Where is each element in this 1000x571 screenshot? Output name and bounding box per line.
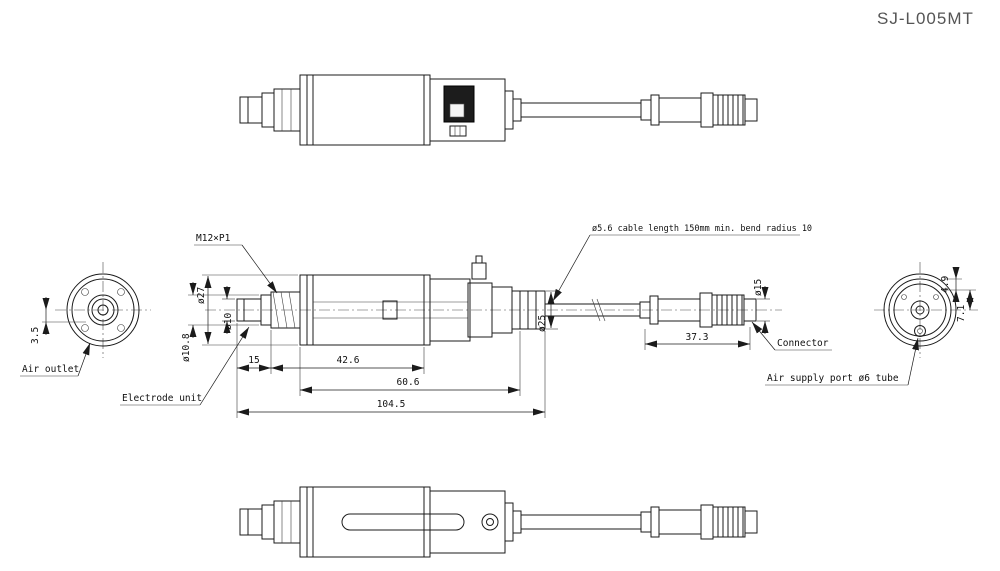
sensor-detail: [382, 300, 398, 320]
slot-detail: [341, 513, 465, 531]
connector-label: Connector: [777, 338, 829, 349]
dim-electrode-length: 15: [248, 355, 259, 366]
body-outline: [299, 74, 431, 146]
cable-note-label: ø5.6 cable length 150mm min. bend radius…: [592, 224, 812, 234]
leader-electrode-unit: [199, 326, 250, 406]
dim-body-length: 60.6: [397, 377, 420, 388]
switch-detail: [449, 125, 467, 137]
top-view: [239, 74, 758, 146]
dim-port-offset-vertical: 4.9: [940, 276, 951, 293]
leader-air-outlet: [77, 342, 91, 377]
dim-port-offset-horizontal: 7.1: [956, 305, 967, 322]
air-outlet-hole: [97, 304, 109, 316]
side-view: [205, 255, 782, 346]
dim-connector-diameter: ø15: [753, 279, 764, 296]
body-outline: [299, 486, 431, 558]
front-end-view: 3.5 Air outlet: [20, 262, 151, 377]
leader-air-supply: [907, 337, 919, 386]
connector-tip: [743, 298, 757, 322]
dim-rear-diameter: ø25: [537, 315, 548, 332]
air-supply-port: [914, 325, 926, 337]
dim-body-diameter: ø27: [196, 287, 207, 304]
leader-connector: [751, 321, 776, 351]
dim-air-outlet-offset: 3.5: [30, 327, 41, 344]
dim-electrode-diameter: ø10: [223, 313, 234, 330]
dim-connector-length: 37.3: [686, 332, 709, 343]
leader-cable-note: [552, 234, 591, 302]
air-supply-label: Air supply port ø6 tube: [767, 373, 899, 384]
dim-tip-diameter: ø10.8: [181, 333, 192, 362]
electrode-unit-label: Electrode unit: [122, 393, 202, 404]
clamp-screw: [481, 513, 499, 531]
rear-end-view: 4.9 7.1 Air supply port ø6 tube: [765, 262, 978, 386]
drawing-title: SJ-L005MT: [877, 9, 974, 28]
bottom-view: [239, 486, 758, 558]
thread-label: M12×P1: [196, 233, 231, 244]
dim-overall-length: 104.5: [377, 399, 406, 410]
leader-thread: [241, 244, 278, 294]
dimensions: ø27 ø10 ø10.8 ø25 15 42.6 60.6 104.5 M: [120, 224, 832, 418]
air-outlet-label: Air outlet: [22, 364, 79, 375]
dim-front-section-length: 42.6: [337, 355, 360, 366]
